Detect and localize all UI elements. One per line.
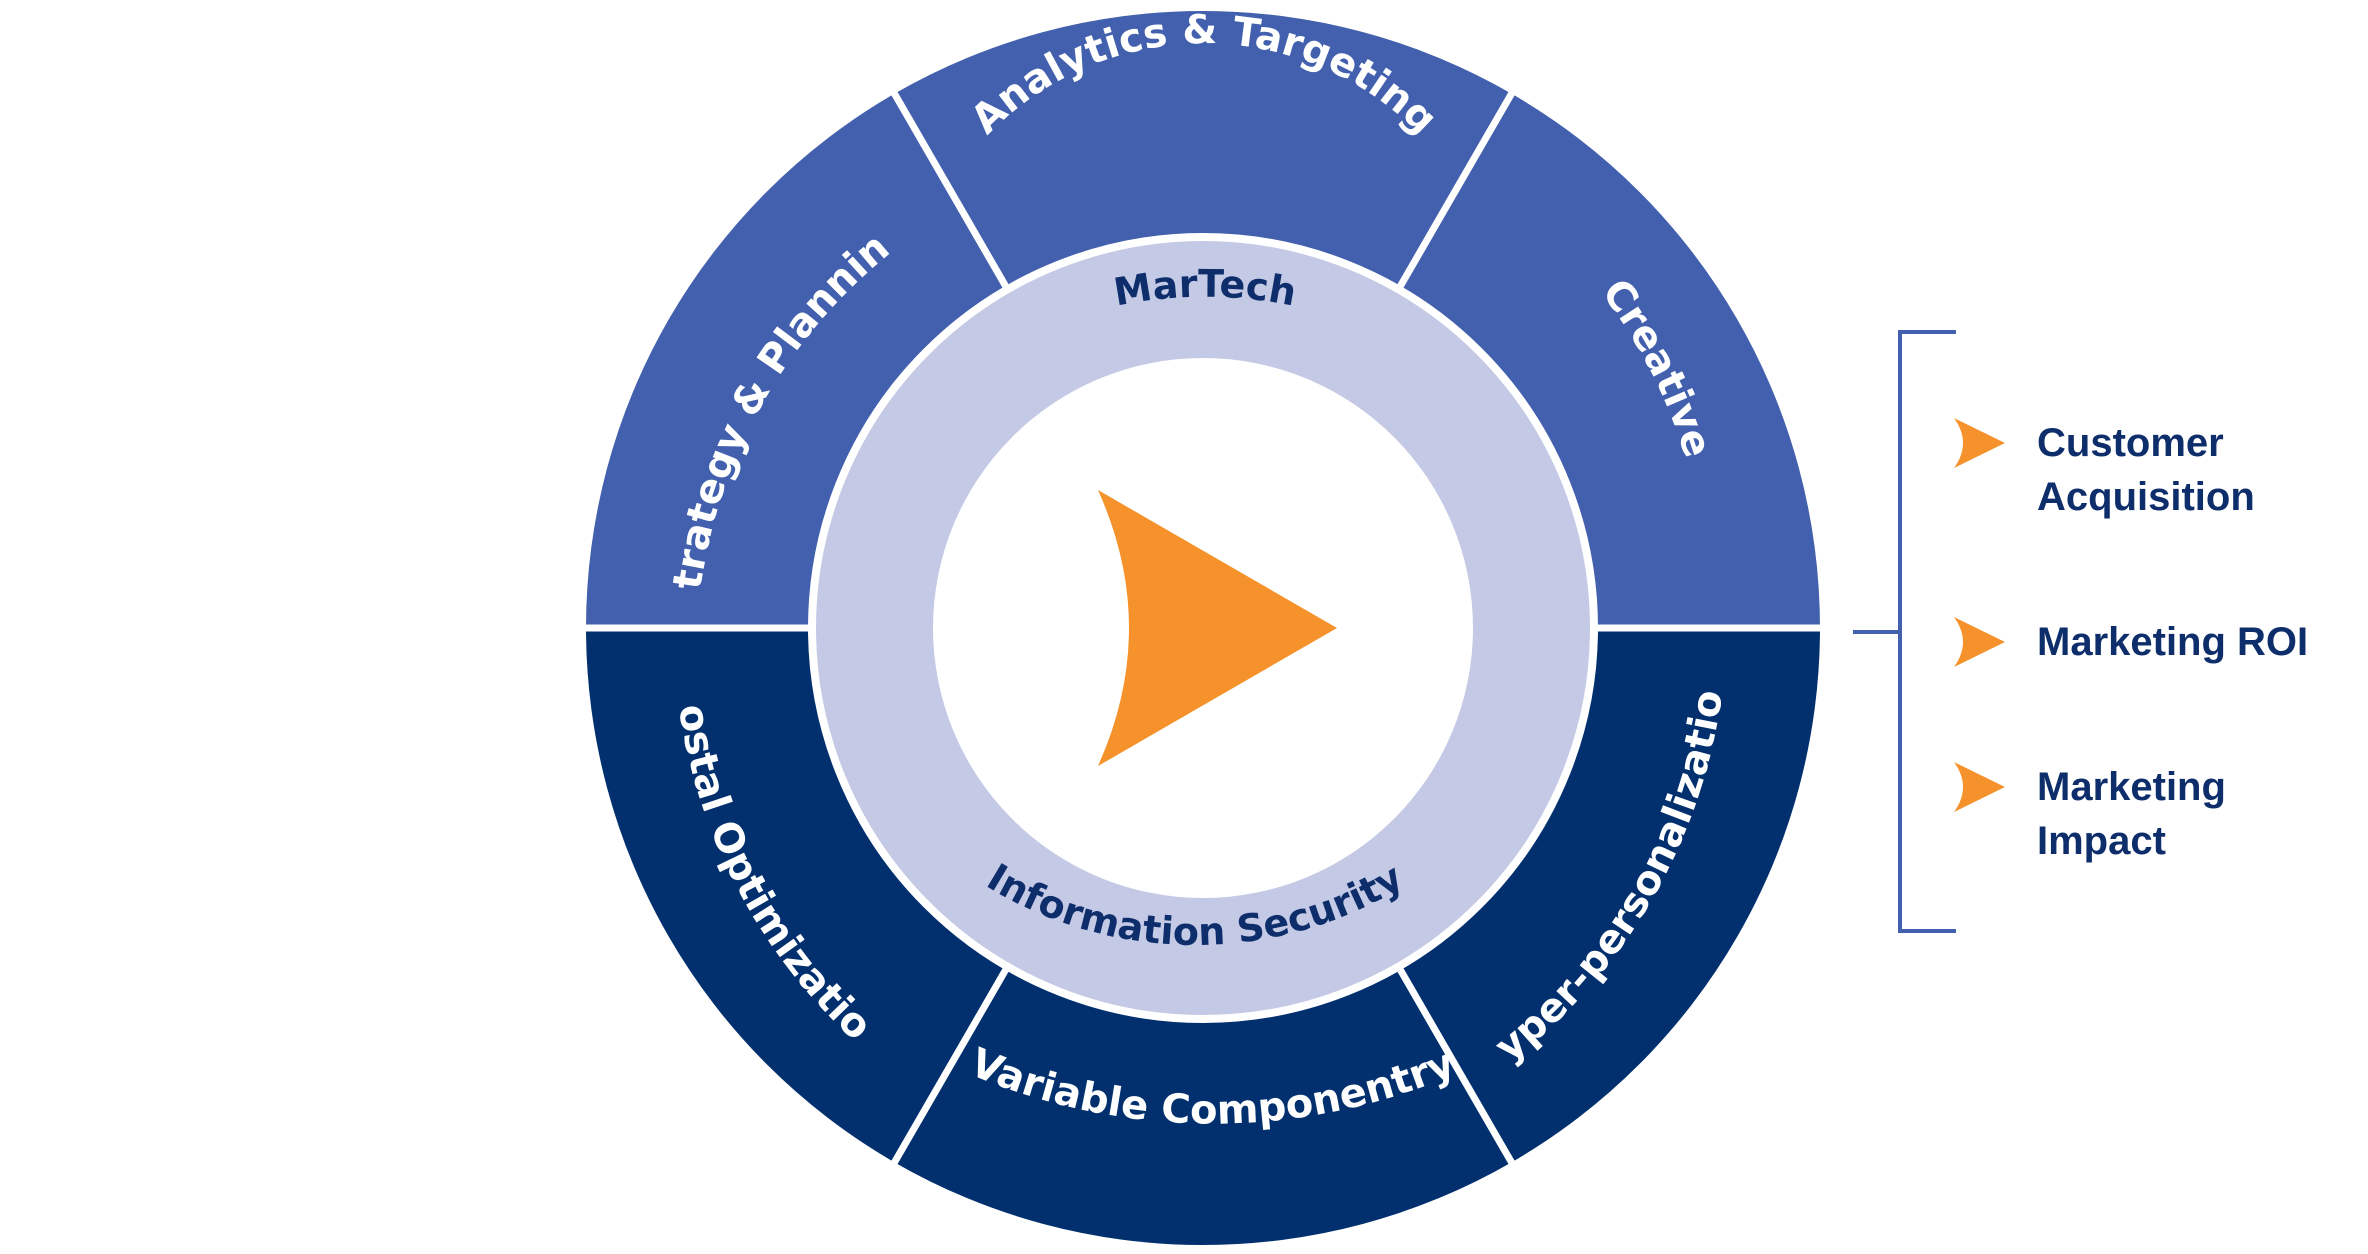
segment-analytics-targeting[interactable] xyxy=(894,10,1512,287)
segment-variable-componentry[interactable] xyxy=(894,969,1512,1245)
outcome-label-line: Marketing ROI xyxy=(2037,620,2308,664)
outer-segments xyxy=(586,10,1820,1245)
outcome-label-line: Impact xyxy=(2037,819,2166,863)
segment-divider xyxy=(1394,88,1517,293)
segment-dividers xyxy=(582,88,1824,1168)
segment-divider xyxy=(889,88,1012,293)
outcome-item-marketing-roi: Marketing ROI xyxy=(1954,617,2308,667)
segment-hyper-personalization[interactable] xyxy=(1400,628,1820,1163)
outcome-item-marketing-impact: Marketing Impact xyxy=(1954,762,2226,863)
orange-arrow-icon xyxy=(1954,418,2005,468)
outcome-label-line: Marketing xyxy=(2037,765,2226,809)
play-arrow-icon xyxy=(1098,490,1337,766)
outcome-label-line: Acquisition xyxy=(2037,475,2255,519)
segment-divider xyxy=(1394,963,1517,1168)
segment-strategy-planning[interactable] xyxy=(586,93,1006,628)
outcomes-bracket xyxy=(1853,330,1956,933)
ring-label-martech: MarTech xyxy=(1111,262,1300,315)
orange-arrow-icon xyxy=(1954,617,2005,667)
orange-arrow-icon xyxy=(1954,762,2005,812)
outcome-item-customer-acquisition: Customer Acquisition xyxy=(1954,418,2255,519)
segment-postal-optimization[interactable] xyxy=(586,628,1006,1163)
segment-divider xyxy=(889,963,1012,1168)
outcome-label-line: Customer xyxy=(2037,421,2224,465)
segment-creative[interactable] xyxy=(1400,93,1820,628)
